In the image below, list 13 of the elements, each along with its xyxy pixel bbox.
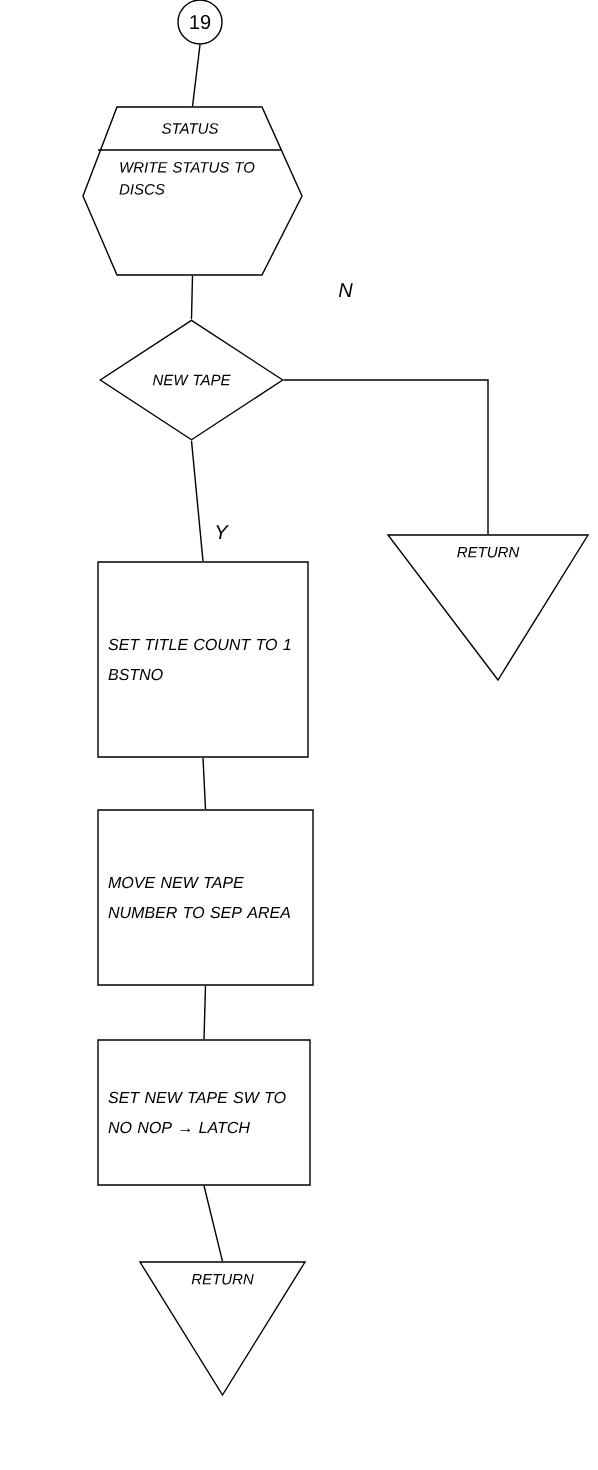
process-box: SET TITLE COUNT TO 1 BSTNO [97,561,309,758]
connector-line [190,440,204,562]
preparation-hexagon: STATUS WRITE STATUS TO DISCS [82,106,303,276]
connector-line [203,1185,224,1262]
connector-line [190,275,194,320]
process-box: SET NEW TAPE SW TO NO NOP → LATCH [97,1039,311,1186]
edge-label: N [337,282,354,298]
edge-label: Y [213,524,229,540]
connector-line [191,44,201,107]
connector-line [203,985,207,1040]
process-box: MOVE NEW TAPE NUMBER TO SEP AREA [97,809,314,986]
connector-line [202,757,207,810]
connector-line [283,379,489,535]
